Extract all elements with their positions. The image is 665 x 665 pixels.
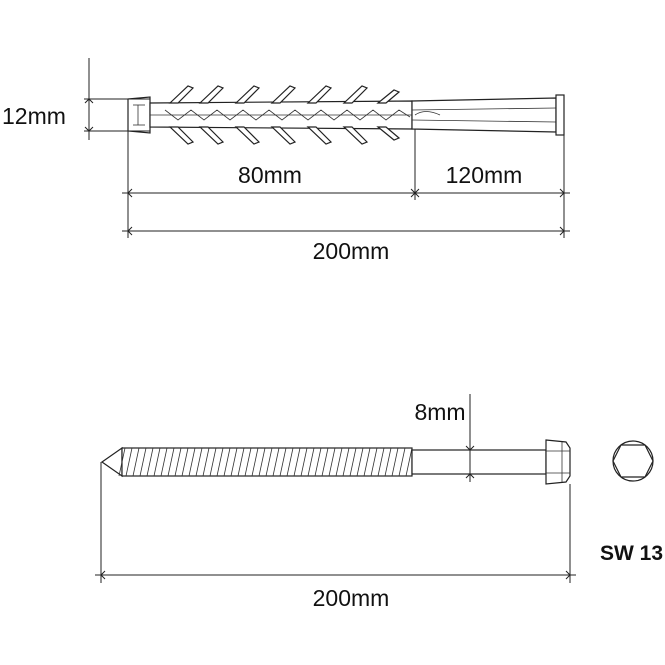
screw-diameter-label: 8mm [414, 399, 465, 425]
hex-head-end-view [612, 440, 654, 482]
anchor-expansion-length-label: 80mm [238, 162, 302, 188]
anchor-diameter-dimension [84, 58, 150, 140]
wall-anchor-drawing: 12mm 80mm 120mm 200mm [2, 58, 570, 264]
hex-screw-drawing: 8mm SW 13 200mm [95, 394, 663, 611]
screw-body [100, 439, 571, 485]
anchor-body [127, 85, 565, 145]
anchor-sleeve-length-label: 120mm [446, 162, 523, 188]
screw-total-length-label: 200mm [313, 585, 390, 611]
screw-total-dimension-line [95, 570, 576, 580]
wrench-size-label: SW 13 [600, 542, 663, 565]
anchor-total-length-label: 200mm [313, 238, 390, 264]
screw-diameter-dimension [412, 394, 475, 482]
anchor-diameter-label: 12mm [2, 103, 66, 129]
anchor-partial-dimension-line [122, 188, 570, 198]
anchor-total-dimension-line [122, 226, 570, 236]
